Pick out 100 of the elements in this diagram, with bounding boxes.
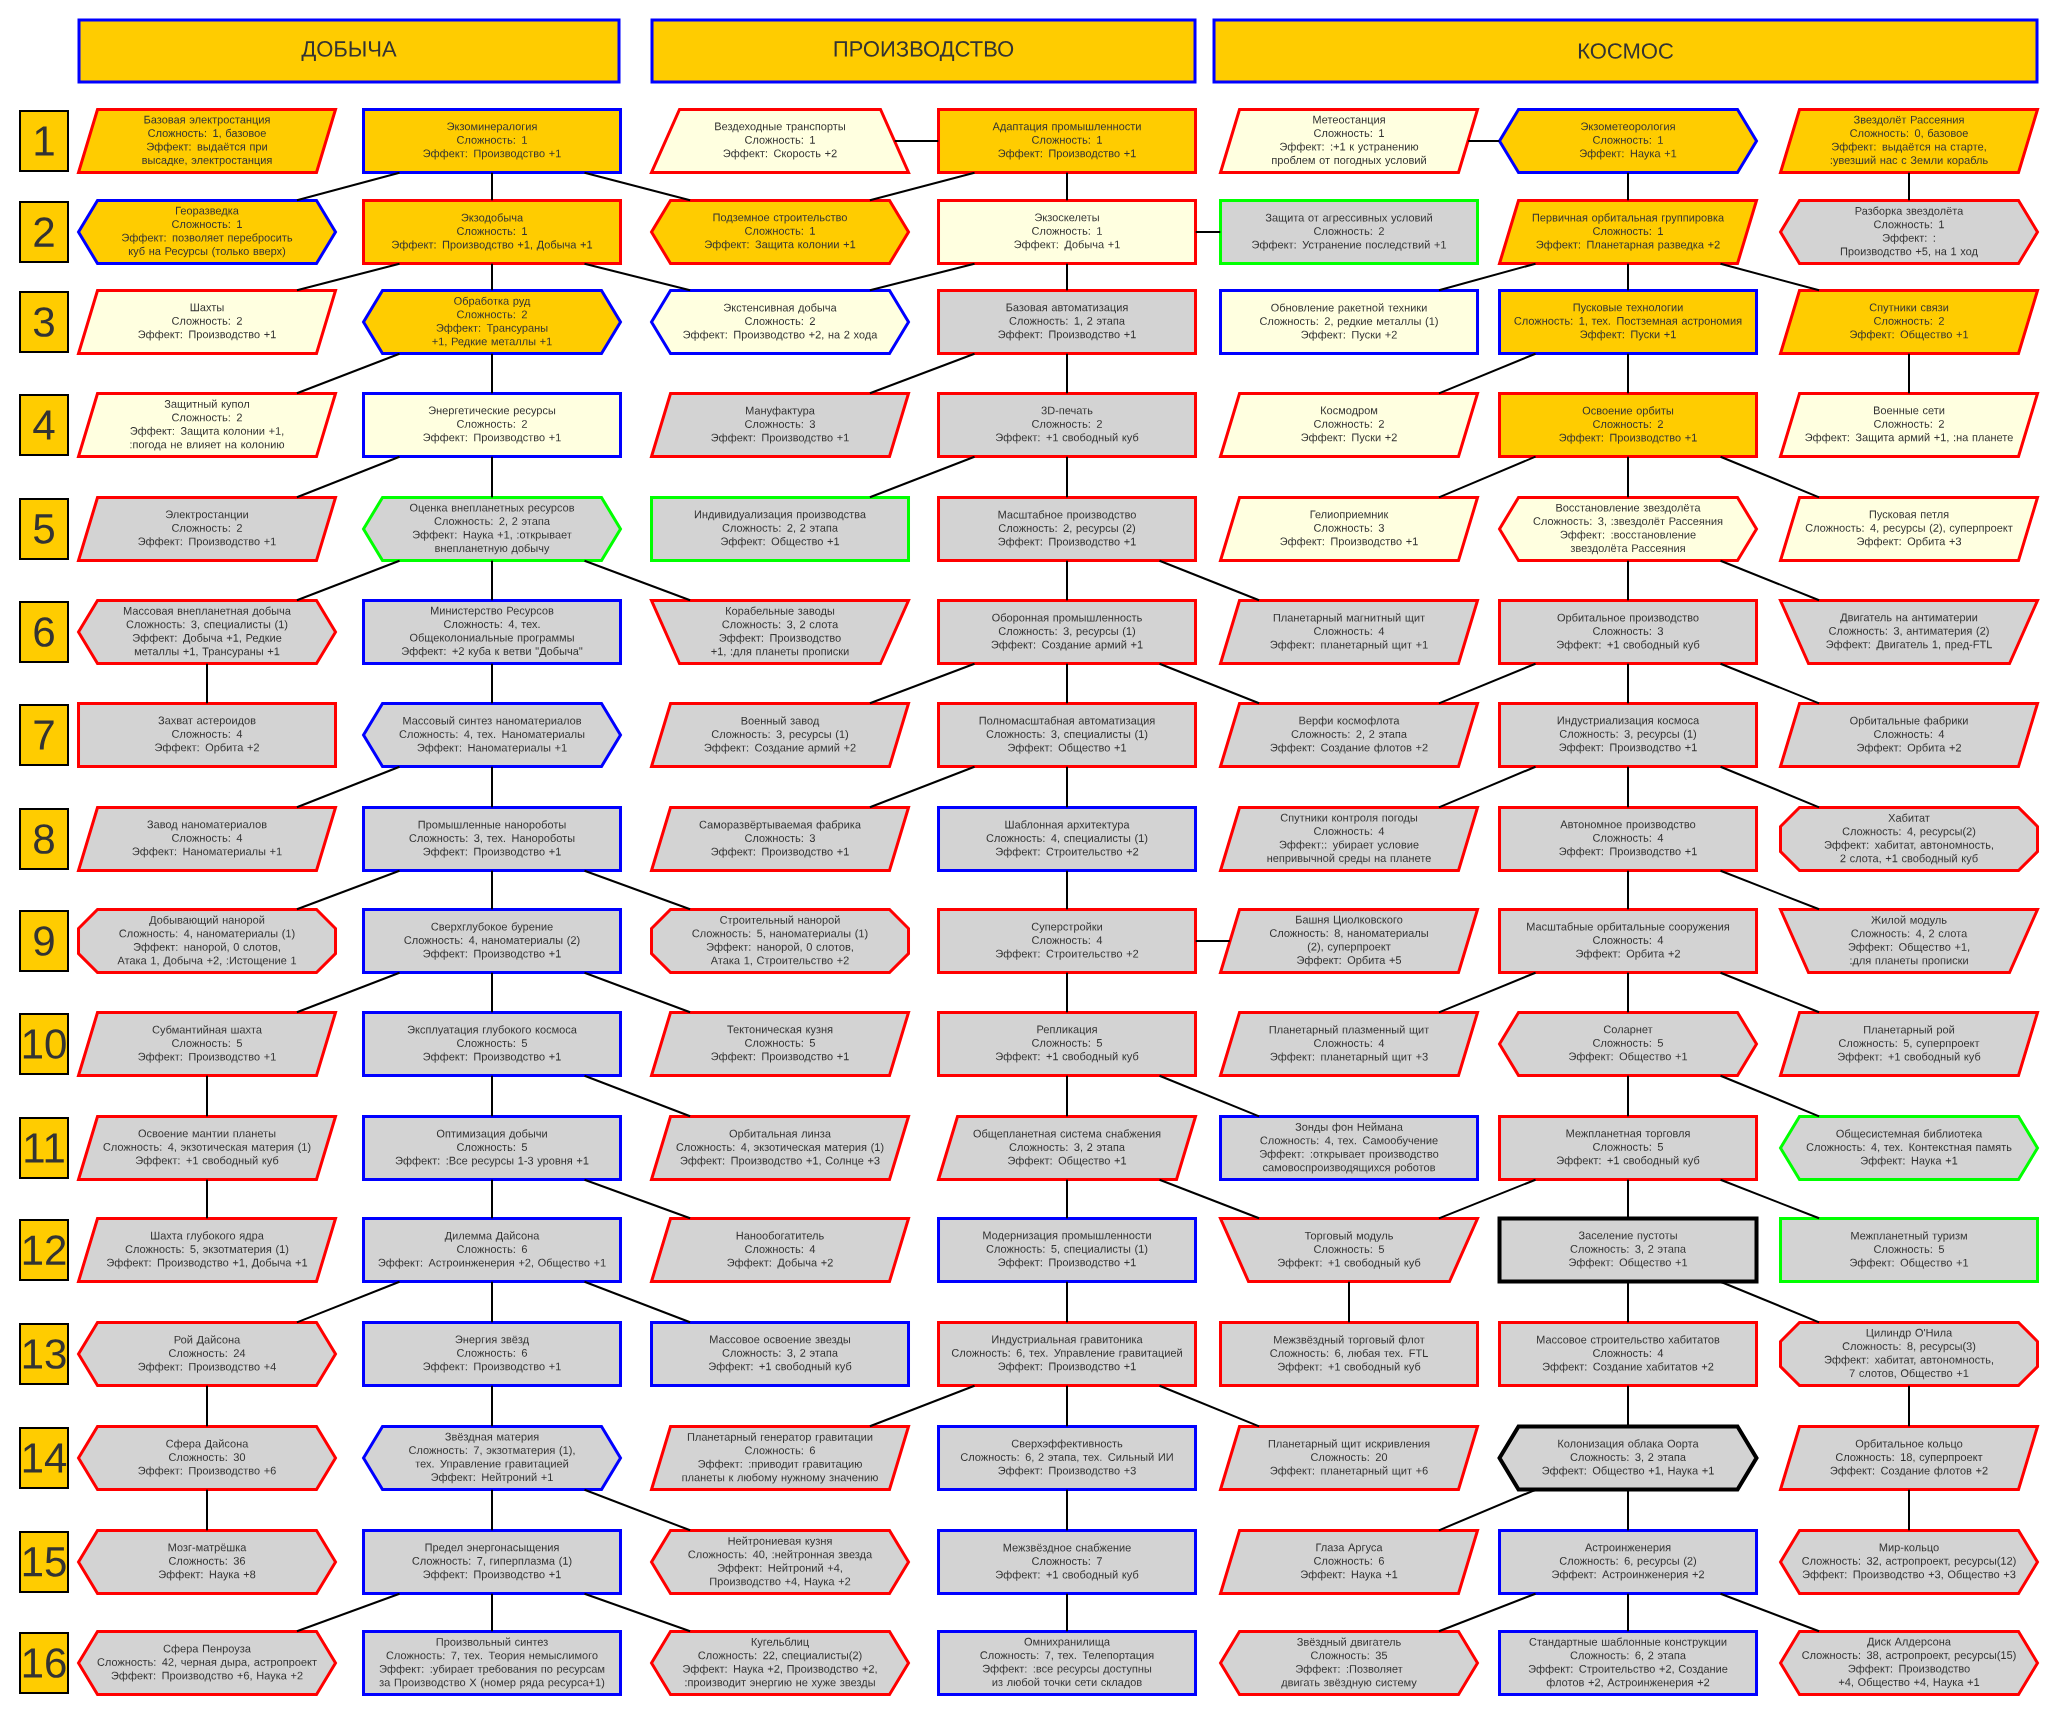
tech-octagon: Строительный нанорой Сложность: 5, наноматериалы (1) Эффект: нанорой, 0 слотов, Атака 1, Строительство +2	[650, 908, 910, 974]
connector-line	[206, 1178, 208, 1220]
tech-box: Омнихранилища Сложность: 7, тех. Телепортация Эффект: :все ресурсы доступны из любой точки сети складов	[937, 1630, 1197, 1696]
connector-line	[1719, 262, 1821, 292]
connector-line	[1437, 455, 1537, 499]
connector-line	[583, 869, 692, 911]
connector-line	[1627, 1592, 1629, 1633]
tech-box: Предел энергонасыщения Сложность: 7, гиперплазма (1) Эффект: Производство +1	[362, 1529, 622, 1595]
connector-line	[1437, 1592, 1537, 1633]
connector-line	[491, 455, 493, 499]
connector-line	[295, 455, 401, 499]
connector-line	[491, 1178, 493, 1220]
tech-box: Пусковые технологии Сложность: 1, тех. Постземная астрономия Эффект: Пуски +1	[1498, 289, 1758, 355]
connector-line	[1627, 971, 1629, 1014]
connector-line	[868, 765, 976, 809]
connector-line	[491, 171, 493, 202]
tech-octagon: Добывающий нанорой Сложность: 4, наноматериалы (1) Эффект: нанорой, 0 слотов, Атака 1, Добыча +2, :Истощение 1	[77, 908, 337, 974]
row-number-box: 2	[19, 201, 69, 263]
connector-line	[1627, 869, 1629, 911]
row-number-box: 9	[19, 910, 69, 972]
connector-line	[1437, 1488, 1537, 1532]
connector-line	[295, 765, 401, 809]
connector-line	[1908, 171, 1910, 202]
connector-line	[491, 1280, 493, 1324]
row-number-box: 12	[19, 1219, 69, 1281]
connector-line	[1627, 171, 1629, 202]
connector-line	[1066, 1178, 1068, 1220]
tech-box: Энергия звёзд Сложность: 6 Эффект: Производство +1	[362, 1321, 622, 1387]
tech-box: Индустриализация космоса Сложность: 3, ресурсы (1) Эффект: Производство +1	[1498, 702, 1758, 768]
tech-box: Массовое строительство хабитатов Сложность: 4 Эффект: Создание хабитатов +2	[1498, 1321, 1758, 1387]
tech-hexagon: Колонизация облака Оорта Сложность: 3, 2 этапа Эффект: Общество +1, Наука +1	[1497, 1424, 1759, 1492]
tech-octagon: Хабитат Сложность: 4, ресурсы(2) Эффект: хабитат, автономность, 2 слота, +1 свободный куб	[1779, 806, 2039, 872]
connector-line	[1066, 1074, 1068, 1118]
connector-line	[868, 352, 976, 395]
connector-line	[893, 140, 940, 142]
connector-line	[1437, 1178, 1537, 1220]
connector-line	[583, 559, 692, 602]
connector-line	[491, 971, 493, 1014]
tech-box: Защита от агрессивных условий Сложность: 2 Эффект: Устранение последствий +1	[1219, 199, 1479, 265]
connector-line	[491, 1592, 493, 1633]
connector-line	[1627, 765, 1629, 809]
connector-line	[1158, 559, 1261, 602]
connector-line	[1437, 662, 1537, 705]
connector-line	[1627, 455, 1629, 499]
connector-line	[583, 1488, 692, 1532]
connector-line	[491, 352, 493, 395]
column-header: ПРОИЗВОДСТВО	[650, 18, 1197, 84]
connector-line	[295, 559, 401, 602]
connector-line	[1719, 869, 1821, 911]
tech-box: Экзоминералогия Сложность: 1 Эффект: Производство +1	[362, 108, 622, 174]
tech-box: Адаптация промышленности Сложность: 1 Эффект: Производство +1	[937, 108, 1197, 174]
connector-line	[1066, 455, 1068, 499]
connector-line	[1719, 1178, 1821, 1220]
column-header: КОСМОС	[1212, 18, 2039, 84]
connector-line	[868, 1384, 976, 1428]
tech-box: Масштабные орбитальные сооружения Сложность: 4 Эффект: Орбита +2	[1498, 908, 1758, 974]
connector-line	[1627, 1384, 1629, 1428]
tech-box: Министерство Ресурсов Сложность: 4, тех. Общеколониальные программы Эффект: +2 куба к ветви "Добыча"	[362, 599, 622, 665]
row-number-box: 3	[19, 291, 69, 353]
connector-line	[1066, 765, 1068, 809]
tech-box: Экзодобыча Сложность: 1 Эффект: Производство +1, Добыча +1	[362, 199, 622, 265]
connector-line	[491, 1488, 493, 1532]
row-number-box: 15	[19, 1531, 69, 1593]
connector-line	[1066, 1488, 1068, 1532]
connector-line	[1348, 1280, 1350, 1324]
connector-line	[1719, 1074, 1821, 1118]
row-number-box: 6	[19, 601, 69, 663]
connector-line	[491, 662, 493, 705]
connector-line	[583, 1280, 692, 1324]
connector-line	[491, 765, 493, 809]
connector-line	[1467, 140, 1501, 142]
connector-line	[1066, 262, 1068, 292]
connector-line	[295, 1280, 401, 1324]
connector-line	[1066, 1592, 1068, 1633]
connector-line	[1627, 559, 1629, 602]
tech-box: 3D-печать Сложность: 2 Эффект: +1 свободный куб	[937, 392, 1197, 458]
connector-line	[868, 171, 976, 202]
row-number-box: 1	[19, 110, 69, 172]
connector-line	[206, 1488, 208, 1532]
tech-box: Экзоскелеты Сложность: 1 Эффект: Добыча +1	[937, 199, 1197, 265]
row-number-box: 8	[19, 808, 69, 870]
tech-box: Индивидуализация производства Сложность: 2, 2 этапа Эффект: Общество +1	[650, 496, 910, 562]
connector-line	[1066, 971, 1068, 1014]
tech-box: Эксплуатация глубокого космоса Сложность: 5 Эффект: Производство +1	[362, 1011, 622, 1077]
connector-line	[1627, 262, 1629, 292]
connector-line	[1719, 971, 1821, 1014]
connector-line	[1158, 1178, 1261, 1220]
tech-box: Массовое освоение звезды Сложность: 3, 2 этапа Эффект: +1 свободный куб	[650, 1321, 910, 1387]
connector-line	[868, 662, 976, 705]
connector-line	[1158, 662, 1261, 705]
connector-line	[1066, 559, 1068, 602]
connector-line	[1627, 1280, 1629, 1324]
tech-box: Полномасштабная автоматизация Сложность: 3, специалисты (1) Эффект: Общество +1	[937, 702, 1197, 768]
connector-line	[868, 455, 976, 499]
connector-line	[491, 262, 493, 292]
tech-box: Обновление ракетной техники Сложность: 2, редкие металлы (1) Эффект: Пуски +2	[1219, 289, 1479, 355]
connector-line	[583, 171, 692, 202]
tech-box: Зонды фон Неймана Сложность: 4, тех. Самообучение Эффект: :открывает производство самовоспроизводящихся роботов	[1219, 1115, 1479, 1181]
tech-box: Сверхглубокое бурение Сложность: 4, наноматериалы (2) Эффект: Производство +1	[362, 908, 622, 974]
row-number-box: 13	[19, 1323, 69, 1385]
